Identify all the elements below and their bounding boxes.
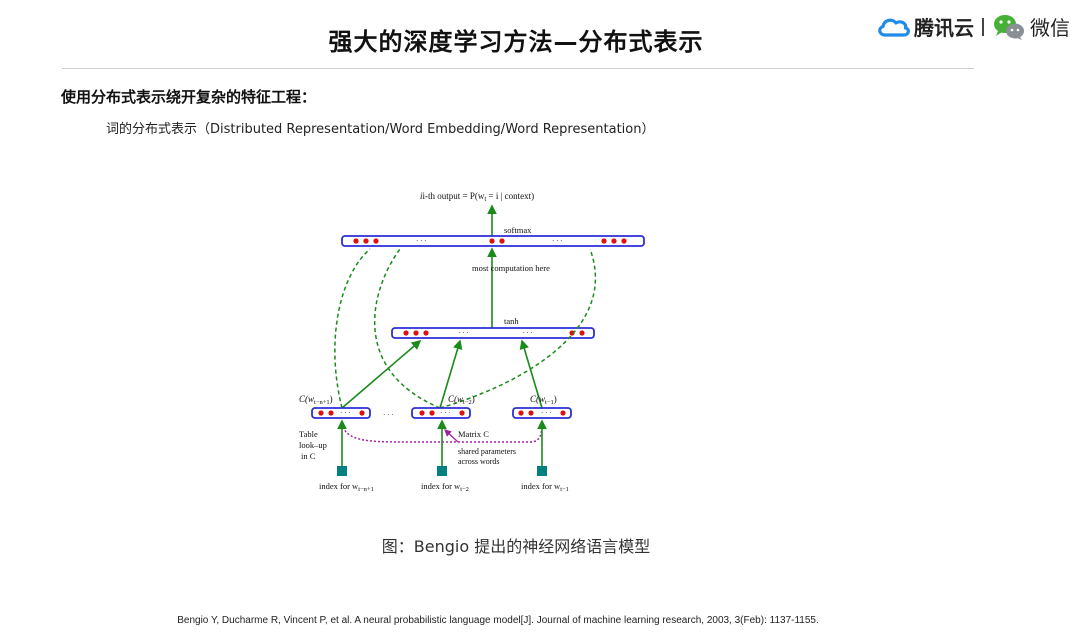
embedding-box-3: [512, 407, 572, 419]
unit: [621, 238, 627, 244]
output-label: ii-th output = P(wt = i | context): [420, 191, 534, 203]
unit: [423, 330, 429, 336]
shared-params-line-2: across words: [458, 457, 500, 466]
index-node-2: [437, 466, 447, 476]
ellipsis: · · ·: [340, 409, 351, 417]
unit: [413, 330, 419, 336]
tanh-label: tanh: [504, 316, 519, 326]
tanh-units: [403, 330, 585, 336]
unit: [601, 238, 607, 244]
embedding-to-hidden-arrows: [341, 339, 543, 409]
ellipsis: · · ·: [541, 409, 552, 417]
unit: [579, 330, 585, 336]
tanh-layer: [391, 327, 595, 339]
embedding-label-3: C(wt−1): [530, 394, 557, 406]
embedding-label-1: C(wt−n+1): [299, 394, 333, 406]
embedding-box-1: [311, 407, 371, 419]
section-subheading: 使用分布式表示绕开复杂的特征工程：: [61, 88, 317, 106]
ellipsis: · · ·: [440, 409, 451, 417]
index-label-3: index for wt−1: [521, 481, 569, 493]
tencent-cloud-icon: [878, 18, 910, 37]
unit: [403, 330, 409, 336]
ellipsis: · · ·: [522, 329, 533, 337]
table-lookup-line-1: Table: [299, 429, 318, 439]
shared-parameters-arrow: [444, 429, 459, 443]
unit: [499, 238, 505, 244]
embedding-box-2: [411, 407, 471, 419]
wechat-icon: [994, 14, 1024, 40]
table-lookup-line-2: look–up: [299, 440, 327, 450]
unit: [373, 238, 379, 244]
page-title: 强大的深度学习方法—分布式表示: [328, 28, 704, 56]
ellipsis: · · ·: [416, 237, 427, 245]
index-node-3: [537, 466, 547, 476]
brand-logos: 腾讯云 微信: [876, 12, 1070, 41]
tencent-cloud-label: 腾讯云: [914, 16, 974, 40]
neural-language-model-diagram: ii-th output = P(wt = i | context) softm…: [299, 191, 645, 493]
matrix-c-label: Matrix C: [458, 429, 489, 439]
most-computation-label: most computation here: [472, 263, 550, 273]
unit: [353, 238, 359, 244]
ellipsis: · · ·: [552, 237, 563, 245]
unit: [611, 238, 617, 244]
unit: [489, 238, 495, 244]
ellipsis: · · ·: [383, 411, 394, 419]
table-lookup-line-3: in C: [301, 451, 316, 461]
index-to-embedding-arrows: [337, 419, 547, 466]
figure-caption: 图：Bengio 提出的神经网络语言模型: [381, 537, 651, 556]
reference-citation: Bengio Y, Ducharme R, Vincent P, et al. …: [177, 615, 819, 626]
unit: [363, 238, 369, 244]
wechat-label: 微信: [1030, 16, 1070, 40]
title-divider: [62, 68, 974, 69]
direct-connections: [334, 248, 597, 409]
index-label-1: index for wt−n+1: [319, 481, 374, 493]
index-label-2: index for wt−2: [421, 481, 469, 493]
shared-params-line-1: shared parameters: [458, 447, 516, 456]
index-node-1: [337, 466, 347, 476]
softmax-label: softmax: [504, 225, 532, 235]
embedding-label-2: C(wt−2): [448, 394, 475, 406]
unit: [569, 330, 575, 336]
brand-separator: [982, 17, 984, 36]
softmax-units: [353, 238, 627, 244]
intro-text: 词的分布式表示（Distributed Representation/Word …: [106, 122, 655, 137]
ellipsis: · · ·: [458, 329, 469, 337]
